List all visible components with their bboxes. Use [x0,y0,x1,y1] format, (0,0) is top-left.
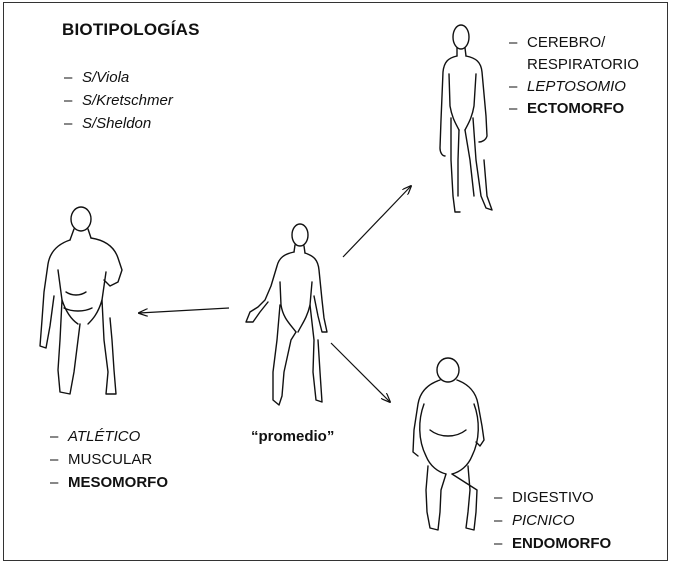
mesomorph-figure [40,207,122,394]
arrow-to-mesomorph [139,308,229,313]
average-figure [246,224,327,405]
arrow-to-endomorph [331,343,390,402]
ectomorph-figure [440,25,492,212]
endomorph-figure [413,358,484,530]
arrow-to-ectomorph [343,186,411,257]
